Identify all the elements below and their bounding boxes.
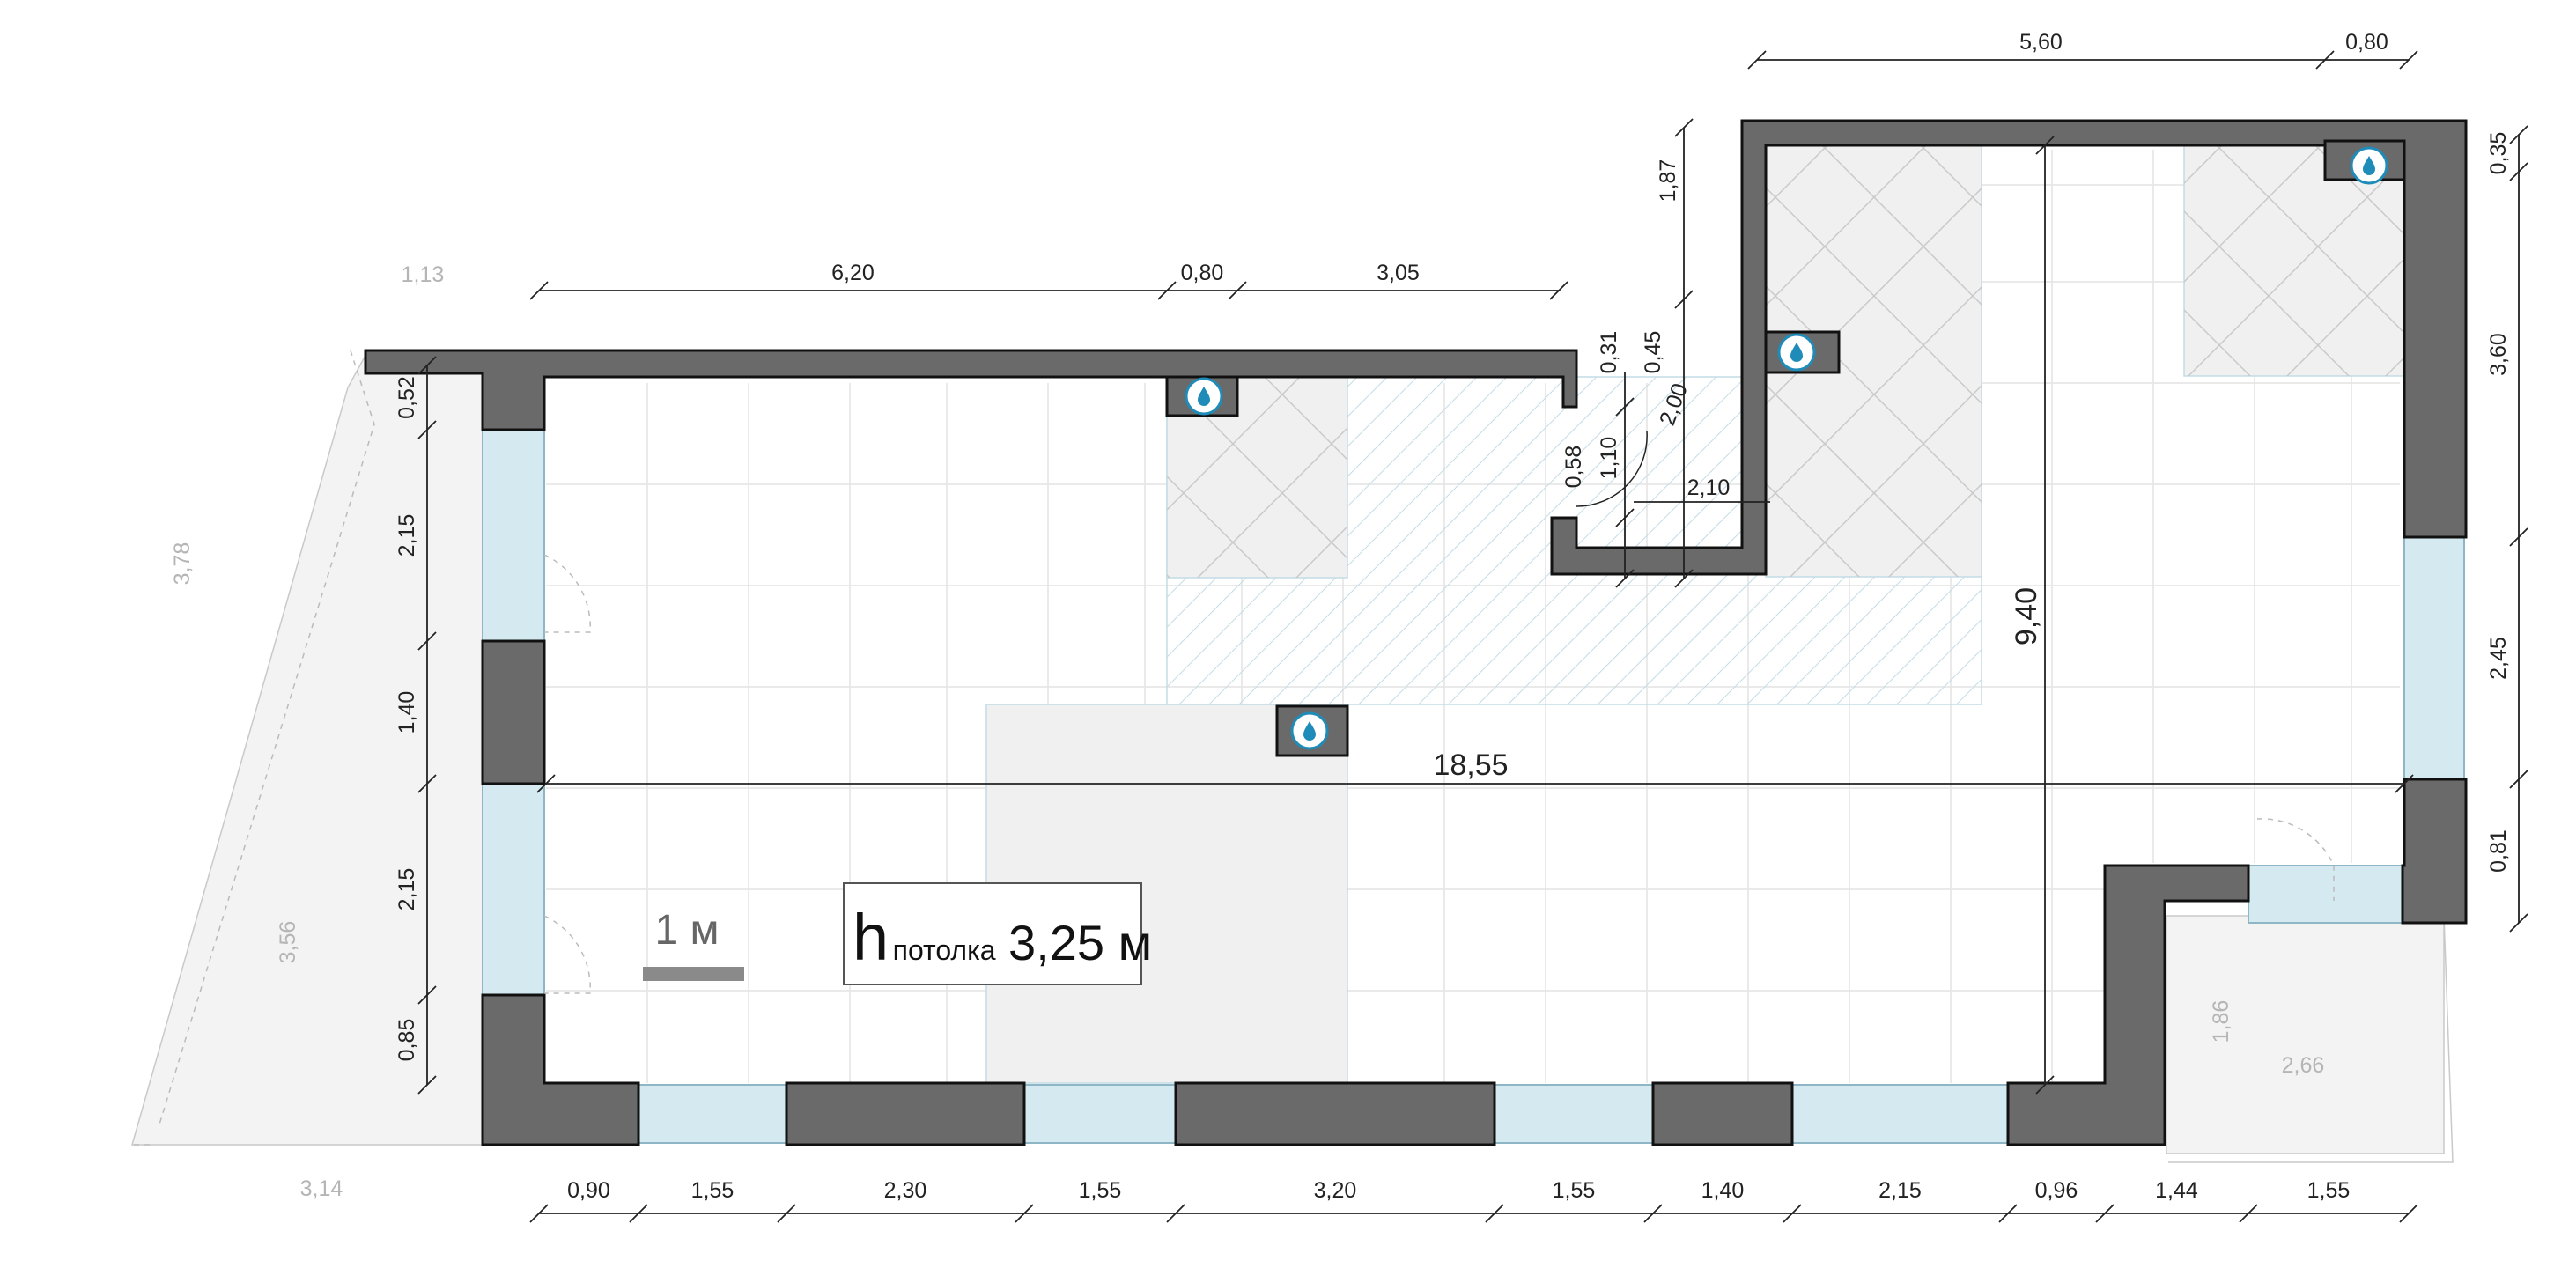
dimension-label: 0,45 [1641, 331, 1665, 374]
dimension-label: 2,45 [2486, 637, 2511, 680]
dimension-layer: 6,20 0,80 3,05 5,60 0,80 0,90 1,55 2,30 1,55 3,20… [170, 30, 2528, 1223]
dimension-label: 1,55 [1553, 1178, 1596, 1203]
dimension-tick [1228, 281, 1247, 300]
dimension-label: 0,81 [2486, 829, 2511, 873]
dimension-tick [777, 1204, 796, 1223]
dimension-label: 1,40 [395, 691, 419, 734]
dimension-tick [2399, 1204, 2418, 1223]
dimension-label: 1,10 [1597, 437, 1621, 480]
dimension-label: 2,15 [395, 868, 419, 911]
dimension-label: 3,60 [2486, 333, 2511, 376]
scale-label: 1 м [654, 907, 719, 954]
dimension-label: 1,13 [402, 262, 445, 287]
dimension-label: 0,35 [2486, 132, 2511, 175]
ceiling-height-subscript: потолка [893, 934, 996, 966]
dimension-label: 3,78 [170, 542, 195, 586]
dimension-label: 0,31 [1597, 331, 1621, 374]
dimension-label: 1,87 [1656, 159, 1680, 203]
dimension-tick [1783, 1204, 1802, 1223]
overall-height-label: 9,40 [2010, 587, 2043, 645]
dimension-tick [1998, 1204, 2018, 1223]
ceiling-height-prefix: h [853, 901, 889, 974]
dimension-tick [629, 1204, 648, 1223]
dimension-label: 6,20 [831, 261, 875, 285]
svg-text:h потолка 3,25 м: h потолка 3,25 м [853, 901, 1152, 974]
dimension-tick [1747, 50, 1767, 70]
dimension-tick [1615, 508, 1635, 527]
door-swing-niche [1576, 431, 1648, 507]
dimension-label: 0,90 [567, 1178, 610, 1203]
dimension-tick [1674, 569, 1694, 588]
overall-length-label: 18,55 [1433, 748, 1508, 782]
dimension-label: 2,10 [1687, 476, 1731, 500]
dimension-tick [2315, 50, 2335, 70]
dimension-tick [1015, 1204, 1034, 1223]
water-drop-icon [1290, 711, 1329, 750]
dimension-tick [1643, 1204, 1663, 1223]
dimension-tick [417, 631, 437, 651]
water-drop-icon [1777, 333, 1816, 372]
left-balcony-outline [132, 350, 375, 1146]
dimension-label: 2,66 [2282, 1053, 2325, 1078]
dimension-tick [417, 774, 437, 793]
walls [364, 119, 2468, 1146]
right-balcony-rail [2168, 915, 2454, 1163]
dimension-label: 0,52 [395, 376, 419, 419]
dimension-label: 1,40 [1701, 1178, 1745, 1203]
dimension-label: 3,14 [300, 1176, 343, 1201]
dimension-tick [1157, 281, 1177, 300]
door-swing-bottom-left [543, 915, 591, 994]
dimension-tick [417, 420, 437, 439]
water-drop-icon [2350, 146, 2388, 185]
dimension-label: 2,15 [1878, 1178, 1922, 1203]
dimension-tick [1549, 281, 1568, 300]
door-swing-top-left [543, 554, 591, 633]
dimension-label: 0,96 [2035, 1178, 2078, 1203]
dimension-tick [1485, 1204, 1504, 1223]
dimension-label: 1,86 [2209, 1000, 2233, 1043]
dimension-tick [1615, 569, 1635, 588]
dimension-label: 3,56 [276, 921, 300, 964]
dimension-label: 2,30 [884, 1178, 927, 1203]
dimension-label: 0,85 [395, 1019, 419, 1062]
dimension-tick [2509, 770, 2528, 789]
dimension-label: 2,15 [395, 514, 419, 557]
dimension-tick [2509, 162, 2528, 181]
dimension-label: 0,80 [1181, 261, 1224, 285]
dimension-label: 5,60 [2019, 30, 2063, 55]
water-drop-icon [1185, 377, 1223, 416]
dimension-tick [417, 1075, 437, 1095]
dimension-tick [1674, 290, 1694, 309]
dimension-label: 1,44 [2155, 1178, 2198, 1203]
dimension-tick [417, 356, 437, 375]
dimension-tick [2095, 1204, 2115, 1223]
dimension-label: 3,20 [1314, 1178, 1357, 1203]
ceiling-height-value: 3,25 м [1008, 915, 1152, 970]
dimension-label: 0,80 [2345, 30, 2388, 55]
dimension-label: 0,58 [1561, 446, 1586, 489]
dimension-tick [417, 985, 437, 1005]
left-balcony [131, 350, 487, 1146]
dimension-tick [529, 281, 549, 300]
water-points [1185, 146, 2388, 750]
dimension-label: 1,55 [1079, 1178, 1122, 1203]
door-swing-right [2256, 818, 2335, 901]
ceiling-height-box: h потолка 3,25 м [843, 882, 1152, 985]
dimension-tick [1166, 1204, 1185, 1223]
dimension-tick [2509, 527, 2528, 547]
dimension-tick [2239, 1204, 2258, 1223]
dimension-tick [2509, 913, 2528, 933]
dimension-tick [2509, 125, 2528, 144]
dimension-tick [2399, 50, 2418, 70]
dimension-tick [1674, 118, 1694, 137]
dimension-tick [529, 1204, 549, 1223]
scale-bar [643, 967, 744, 981]
dimension-tick [1615, 397, 1635, 417]
dimension-label: 1,55 [2307, 1178, 2351, 1203]
dimension-label: 3,05 [1377, 261, 1420, 285]
dimension-label: 1,55 [691, 1178, 734, 1203]
